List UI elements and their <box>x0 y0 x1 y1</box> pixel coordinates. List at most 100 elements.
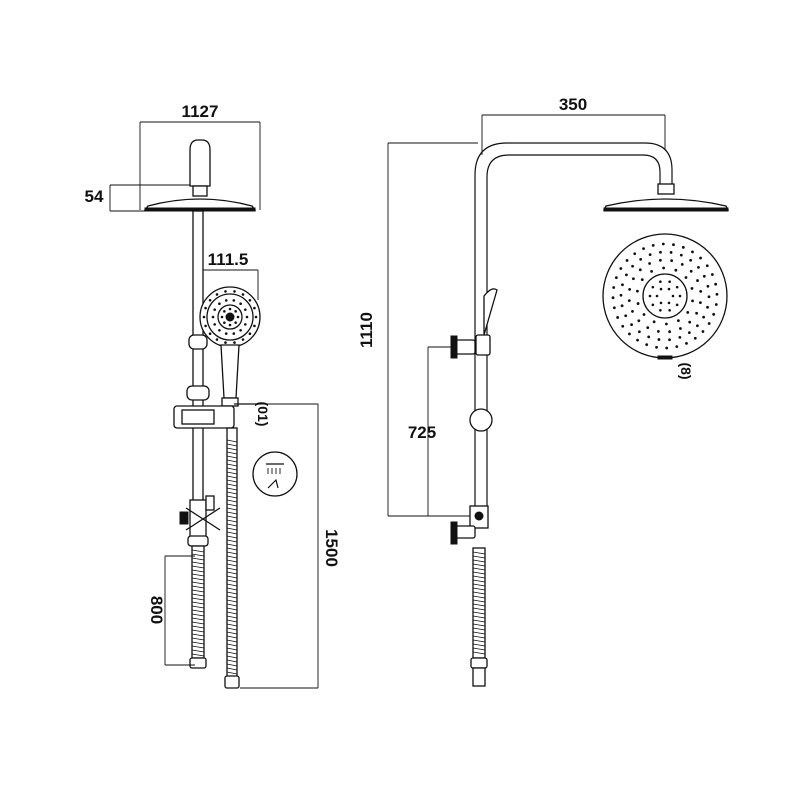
nozzle-dot <box>639 257 643 261</box>
nozzle-dot <box>696 324 699 328</box>
rail-height-label: 1110 <box>357 312 376 348</box>
hose-coil-line <box>226 643 238 647</box>
nozzle-dot <box>659 250 662 254</box>
nozzle-dot <box>224 341 227 344</box>
hose-coil-line <box>191 561 205 565</box>
nozzle-dot <box>636 338 639 342</box>
nozzle-dot <box>689 269 693 273</box>
hose-coil-line <box>226 595 238 599</box>
hose-coil-line <box>226 503 238 507</box>
nozzle-dot <box>675 345 679 349</box>
hose-coil-line <box>226 527 238 531</box>
nozzle-dot <box>702 315 705 319</box>
hose-length-dimension: 800 <box>147 555 195 666</box>
hose-coil-line <box>191 601 205 605</box>
nozzle-dot <box>681 245 685 249</box>
nozzle-dot <box>651 303 655 307</box>
hose-coil-line <box>226 511 238 515</box>
nozzle-dot <box>712 312 716 316</box>
nozzle-dot <box>213 308 216 311</box>
nozzle-dot <box>652 320 656 324</box>
nozzle-dot <box>208 298 212 302</box>
hose-coil-line <box>472 599 486 603</box>
overhead-shower-head-profile <box>602 198 730 212</box>
nozzle-dot <box>253 324 256 328</box>
nozzle-dot <box>637 330 641 334</box>
nozzle-dot <box>616 316 620 319</box>
overall-height-label: 1500 <box>322 529 341 567</box>
nozzle-dot <box>699 289 703 293</box>
handshower-nozzles <box>202 290 258 344</box>
nozzle-dot <box>204 324 207 328</box>
diverter-valve <box>179 495 221 547</box>
hose-coil-line <box>226 571 238 575</box>
hose-coil-line <box>226 635 238 639</box>
hose-coil-line <box>472 611 486 615</box>
nozzle-dot <box>218 328 221 332</box>
nozzle-dot <box>657 338 661 341</box>
hose-coil-line <box>191 565 205 569</box>
nozzle-dot <box>245 315 249 319</box>
nozzle-dot <box>202 315 206 319</box>
hose-coil-line <box>191 557 205 561</box>
hose-coil-line <box>226 579 238 583</box>
hose-coil-line <box>472 651 486 655</box>
hand-shower-profile <box>475 288 498 356</box>
nozzle-dot <box>656 329 660 333</box>
hose-coil-line <box>191 577 205 581</box>
hose-coil-line <box>191 573 205 577</box>
hose-coil-line <box>191 621 205 625</box>
gooseneck-arm <box>474 142 675 520</box>
hose-coil-line <box>226 607 238 611</box>
nozzle-dot <box>614 276 618 280</box>
nozzle-dot <box>232 332 236 335</box>
hose-coil-line <box>226 551 238 555</box>
hose-coil-line <box>226 471 238 475</box>
hose-coil-line <box>226 443 238 447</box>
hose-coil-line <box>191 585 205 589</box>
nozzle-dot <box>636 302 640 305</box>
hose-coil-line <box>191 581 205 585</box>
nozzle-dot <box>690 287 694 290</box>
hose-coil-line <box>472 579 486 583</box>
nozzle-dot <box>668 338 671 342</box>
nozzle-dot <box>215 293 219 296</box>
hose-coil-line <box>226 539 238 543</box>
nozzle-dot <box>241 338 245 341</box>
hose-coil-line <box>191 649 205 653</box>
nozzle-dot <box>248 332 252 336</box>
nozzle-dot <box>675 303 679 307</box>
head-width-dimension: 1127 <box>139 102 261 210</box>
nozzle-dot <box>204 306 207 310</box>
nozzle-dot <box>223 321 226 324</box>
nozzle-dot <box>630 323 633 326</box>
nozzle-dot <box>640 278 644 282</box>
nozzle-dot <box>691 250 694 254</box>
hose-coil-line <box>226 463 238 467</box>
hose-coil-line <box>226 495 238 499</box>
hose-coil-line <box>191 569 205 573</box>
hose-coil-line <box>226 467 238 471</box>
handshower-width-dimension: 111.5 <box>202 250 259 300</box>
hose-coil-line <box>191 609 205 613</box>
nozzle-dot <box>647 335 651 339</box>
nozzle-dot <box>211 315 215 319</box>
upper-valve <box>450 335 476 359</box>
nozzle-dot <box>675 285 679 289</box>
nozzle-dot <box>612 286 616 289</box>
nozzle-dot <box>631 264 634 268</box>
hose-coil-line <box>226 459 238 463</box>
hose-coil-line <box>191 549 205 553</box>
shower-face-nozzles <box>611 242 719 350</box>
hose-coil-line <box>226 651 238 655</box>
hose-coil-line <box>226 559 238 563</box>
nozzle-dot <box>687 331 691 335</box>
nozzle-dot <box>213 323 216 326</box>
nozzle-dot <box>208 332 212 336</box>
hose-coil-line <box>472 619 486 623</box>
nozzle-dot <box>224 299 228 302</box>
nozzle-dot <box>672 243 675 247</box>
hose-coil-line <box>191 617 205 621</box>
hose-coil-line <box>226 639 238 643</box>
nozzle-dot <box>668 330 672 334</box>
